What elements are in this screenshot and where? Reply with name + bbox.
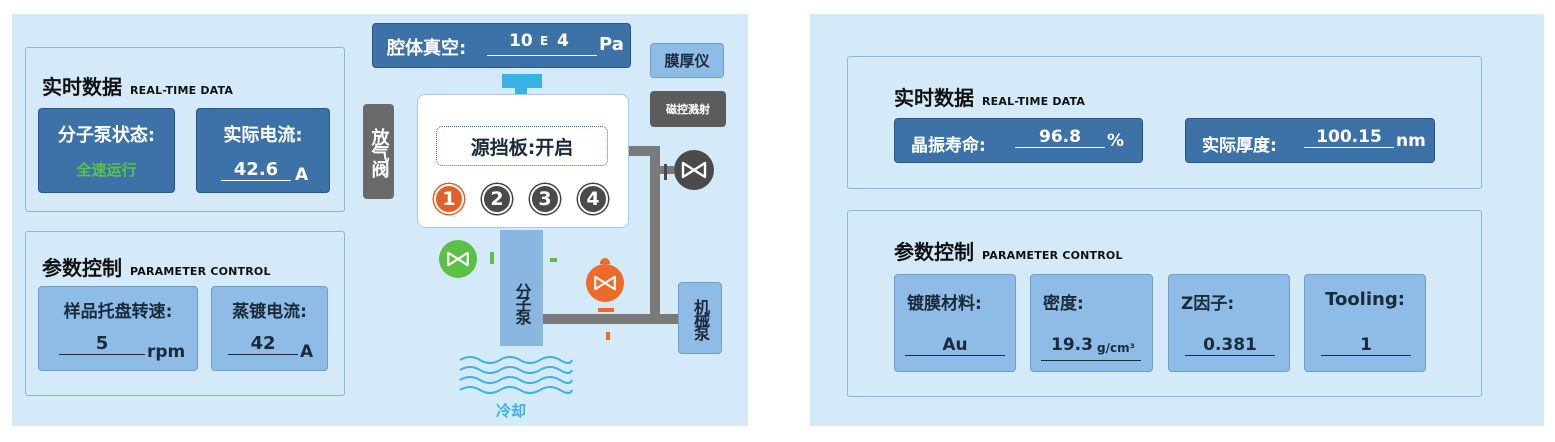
holder-shaft	[502, 74, 542, 88]
source-2-button[interactable]: 2	[482, 184, 512, 214]
pipe-right-vertical	[650, 146, 660, 322]
cooling-wave-4	[459, 386, 573, 394]
evap-current-label: 蒸镀电流:	[232, 302, 307, 322]
source-4-button[interactable]: 4	[578, 184, 608, 214]
cooling-wave-2	[459, 366, 573, 374]
zfactor-card: Z因子: 0.381	[1168, 274, 1290, 372]
speed-card: 样品托盘转速: 5 rpm	[38, 286, 198, 371]
evap-current-input[interactable]: 42	[228, 333, 298, 355]
density-label: 密度:	[1043, 294, 1084, 314]
vacuum-label: 腔体真空:	[387, 38, 467, 59]
density-unit: g/cm³	[1097, 341, 1135, 355]
green-connector-2	[550, 258, 557, 262]
current-card: 实际电流: 42.6 A	[196, 108, 330, 193]
material-input[interactable]: Au	[905, 335, 1005, 356]
vacuum-mantissa: 10	[509, 31, 533, 51]
actual-thickness-unit: nm	[1396, 131, 1426, 151]
crystal-life-unit: %	[1107, 131, 1125, 151]
vacuum-exponent: 4	[557, 31, 569, 51]
green-valve-icon[interactable]	[439, 240, 477, 278]
orange-valve-top-icon	[600, 258, 610, 264]
gate-valve-stem	[664, 164, 667, 180]
cooling-label: 冷却	[496, 402, 527, 420]
speed-unit: rpm	[147, 342, 186, 362]
actual-thickness-card: 实际厚度: 100.15 nm	[1185, 118, 1435, 163]
speed-input[interactable]: 5	[59, 333, 145, 355]
pump-status-value: 全速运行	[76, 161, 137, 179]
current-value[interactable]: 42.6	[221, 159, 291, 181]
current-label: 实际电流:	[223, 125, 303, 146]
molecular-pump-label: 分子泵	[512, 282, 532, 322]
vacuum-unit: Pa	[599, 34, 624, 55]
shutter-status[interactable]: 源挡板:开启	[436, 126, 608, 166]
source-3-button[interactable]: 3	[530, 184, 560, 214]
gate-valve-icon[interactable]	[674, 150, 714, 190]
vacuum-readout: 腔体真空: 10 E 4 Pa	[372, 23, 631, 68]
evap-current-card: 蒸镀电流: 42 A	[211, 286, 328, 371]
material-card: 镀膜材料: Au	[894, 274, 1016, 372]
molecular-pump-bar	[500, 230, 543, 346]
pump-status-label: 分子泵状态:	[57, 125, 156, 146]
vacuum-value-field	[487, 32, 597, 56]
density-card: 密度: 19.3 g/cm³	[1030, 274, 1153, 372]
magnetron-label[interactable]: 磁控溅射	[650, 91, 726, 127]
crystal-life-card: 晶振寿命: 96.8 %	[894, 118, 1143, 163]
green-connector	[490, 252, 494, 264]
thickness-meter-label[interactable]: 膜厚仪	[650, 43, 724, 78]
crystal-life-label: 晶振寿命:	[911, 136, 986, 156]
tooling-label: Tooling:	[1325, 289, 1405, 310]
speed-label: 样品托盘转速:	[63, 302, 173, 322]
pipe-right-top	[622, 146, 660, 156]
vent-valve[interactable]: 放气阀	[363, 104, 394, 199]
vacuum-e: E	[540, 34, 549, 48]
orange-connector	[598, 308, 614, 312]
actual-thickness-label: 实际厚度:	[1202, 136, 1277, 156]
crystal-life-value: 96.8	[1015, 127, 1105, 148]
actual-thickness-value: 100.15	[1304, 127, 1394, 148]
orange-valve-icon[interactable]	[586, 264, 624, 302]
cooling-wave-1	[459, 356, 573, 364]
material-label: 镀膜材料:	[907, 294, 982, 314]
evap-current-unit: A	[300, 342, 314, 362]
zfactor-input[interactable]: 0.381	[1185, 335, 1275, 356]
density-input[interactable]: 19.3	[1041, 335, 1141, 361]
pipe-bottom	[543, 314, 679, 324]
source-1-button[interactable]: 1	[434, 184, 464, 214]
mechanical-pump-button[interactable]: 机械泵	[678, 282, 722, 354]
tooling-input[interactable]: 1	[1321, 335, 1411, 356]
tooling-card: Tooling: 1	[1304, 274, 1426, 372]
current-unit: A	[295, 165, 309, 185]
cooling-wave-3	[459, 376, 573, 384]
pump-status-card: 分子泵状态: 全速运行	[38, 108, 175, 193]
pipe-to-valve	[650, 166, 674, 174]
zfactor-label: Z因子:	[1181, 294, 1235, 314]
orange-connector-2	[606, 332, 610, 340]
